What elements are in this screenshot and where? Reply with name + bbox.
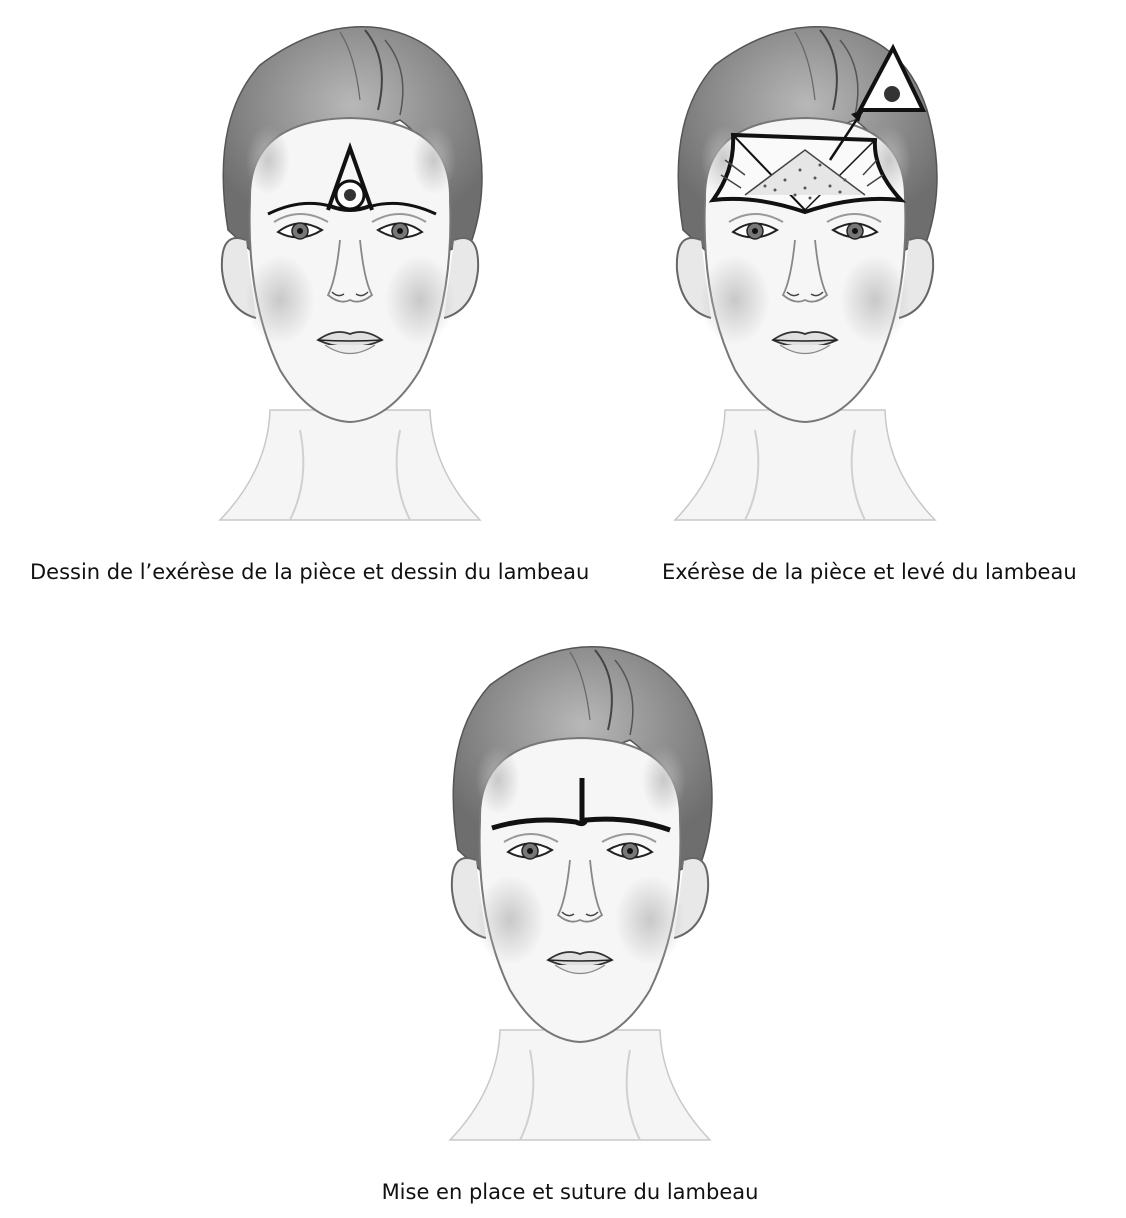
caption-step-3: Mise en place et suture du lambeau [381, 1180, 759, 1204]
panel-flap-design [150, 0, 550, 550]
arrow-icon [828, 109, 865, 161]
panel-flap-raised [605, 0, 1005, 550]
caption-step-1: Dessin de l’exérèse de la pièce et dessi… [30, 560, 590, 584]
face-illustration-3 [449, 645, 713, 1141]
suture-line-drawing [491, 778, 671, 833]
raised-flap-drawing [708, 132, 907, 215]
panel-flap-sutured [380, 620, 780, 1170]
triangle-excision-drawing [326, 142, 374, 212]
caption-step-2: Exérèse de la pièce et levé du lambeau [662, 560, 1077, 584]
excised-specimen-drawing [856, 43, 927, 112]
face-illustration-2 [674, 25, 938, 522]
face-illustration-1 [219, 25, 483, 522]
